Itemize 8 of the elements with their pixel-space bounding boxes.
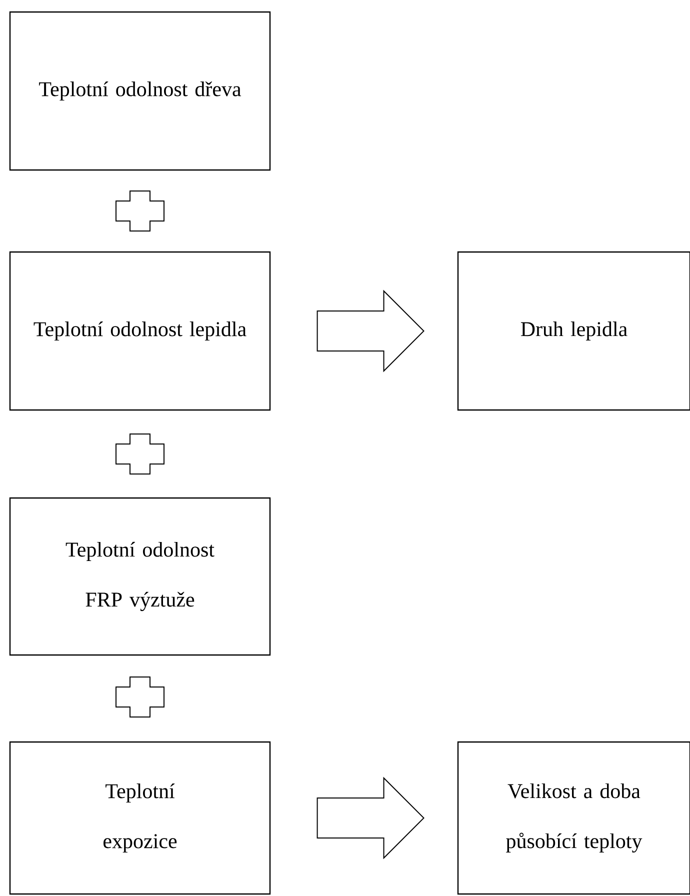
text-box: Druh lepidla <box>457 251 690 411</box>
text-box: Teplotní odolnost FRP výztuže <box>9 497 271 656</box>
block-arrow <box>316 776 424 860</box>
text-box: Velikost a doba působící teploty <box>457 741 690 895</box>
text-box: Teplotní odolnost lepidla <box>9 251 271 411</box>
block-arrow <box>316 290 424 372</box>
text-box: Teplotní expozice <box>9 741 271 895</box>
text-box: Teplotní odolnost dřeva <box>9 11 271 171</box>
